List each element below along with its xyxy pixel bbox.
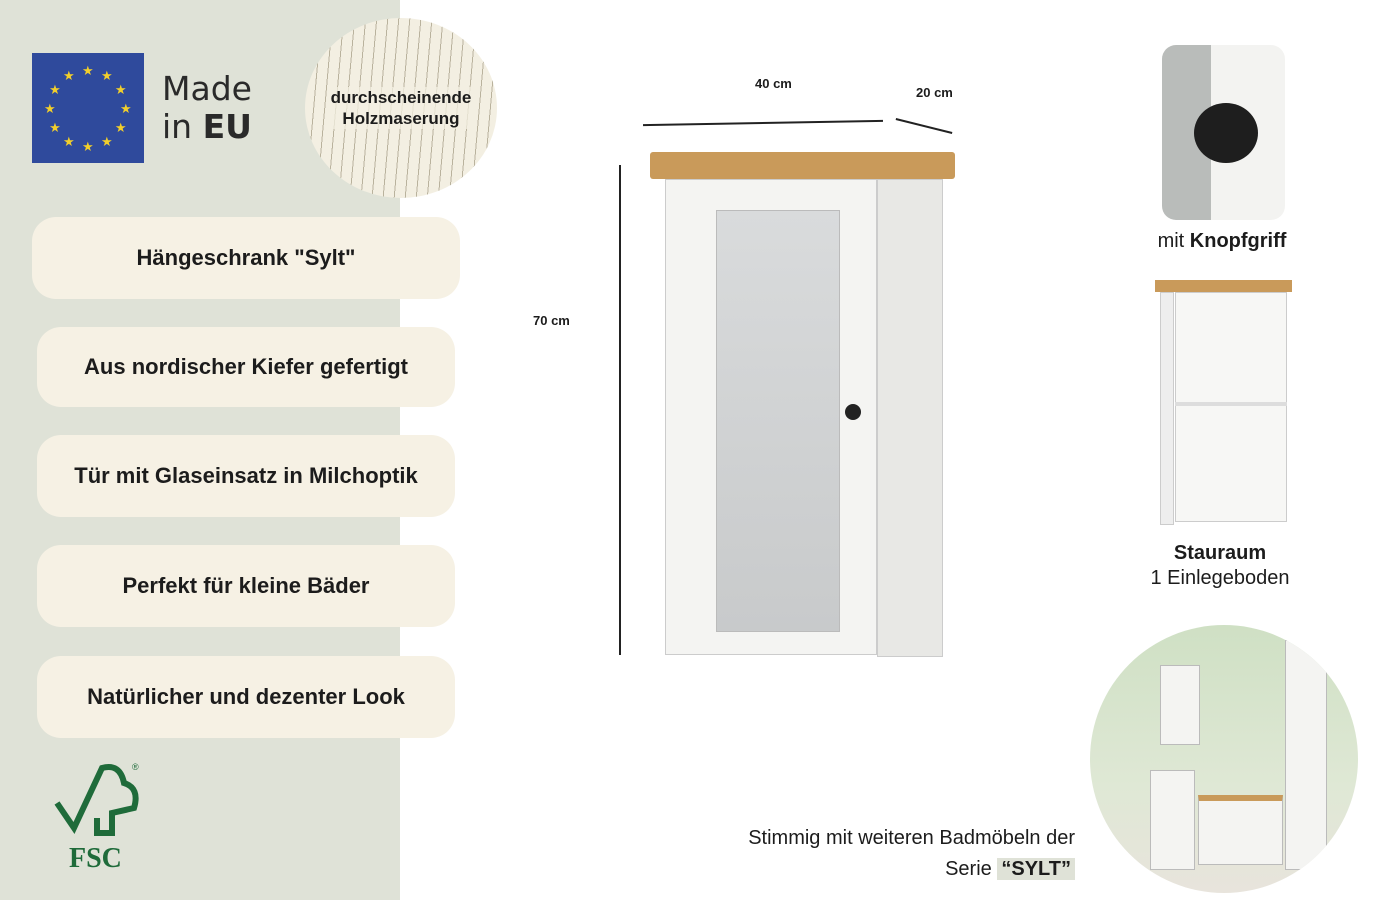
height-label: 70 cm: [533, 313, 570, 328]
feature-pill: Natürlicher und dezenter Look: [37, 656, 455, 738]
in-eu-line: in EU: [162, 108, 252, 146]
eu-flag-icon: ★★★★★★★★★★★★: [32, 53, 144, 163]
feature-pill: Aus nordischer Kiefer gefertigt: [37, 327, 455, 407]
wood-line1: durchscheinende: [330, 87, 472, 108]
wood-line2: Holzmaserung: [330, 108, 472, 129]
feature-text: Natürlicher und dezenter Look: [87, 684, 405, 709]
made-line: Made: [162, 69, 252, 108]
feature-pill: Perfekt für kleine Bäder: [37, 545, 455, 627]
cabinet-top: [650, 152, 955, 179]
fsc-tree-icon: ®: [54, 762, 139, 836]
feature-text: Hängeschrank "Sylt": [136, 245, 356, 270]
feature-pill: Hängeschrank "Sylt": [32, 217, 460, 299]
fsc-text: FSC: [69, 843, 122, 874]
star-icon: ★: [101, 68, 113, 84]
storage-sub: 1 Einlegeboden: [1150, 567, 1290, 589]
eu-text: EU: [202, 107, 252, 146]
knob-pre: mit: [1157, 230, 1185, 252]
depth-arrow: [895, 118, 953, 134]
star-icon: ★: [63, 133, 75, 149]
feature-text: Aus nordischer Kiefer gefertigt: [84, 354, 408, 379]
knob-bold: Knopfgriff: [1189, 230, 1287, 252]
cabinet-image: [650, 152, 955, 660]
cabinet-top: [1155, 280, 1292, 292]
width-label: 40 cm: [755, 76, 792, 91]
knob-detail-image: [1162, 45, 1285, 220]
wall-cabinet: [1160, 665, 1200, 745]
star-icon: ★: [114, 120, 127, 135]
knob-caption: mit Knopfgriff: [1122, 230, 1322, 253]
star-icon: ★: [120, 101, 132, 116]
series-pre: Serie: [945, 858, 992, 880]
storage-caption: Stauraum 1 Einlegeboden: [1120, 541, 1320, 591]
svg-text:®: ®: [132, 762, 139, 772]
star-icon: ★: [49, 120, 61, 135]
shelf: [1175, 402, 1287, 406]
width-arrow: [643, 119, 883, 127]
knob-icon: [1194, 103, 1258, 163]
tall-cabinet: [1285, 640, 1327, 870]
star-icon: ★: [49, 82, 61, 97]
star-icon: ★: [63, 68, 75, 84]
star-icon: ★: [44, 101, 56, 116]
made-in-eu-label: Made in EU: [162, 70, 252, 146]
feature-pill: Tür mit Glaseinsatz in Milchoptik: [37, 435, 455, 517]
star-icon: ★: [82, 63, 94, 78]
series-line1: Stimmig mit weiteren Badmöbeln der: [748, 827, 1075, 849]
vanity: [1198, 795, 1283, 865]
star-icon: ★: [114, 82, 127, 97]
open-door: [1160, 292, 1174, 525]
feature-text: Tür mit Glaseinsatz in Milchoptik: [74, 463, 418, 488]
knob-icon: [845, 404, 861, 420]
cabinet-interior: [1175, 292, 1287, 522]
bathroom-scene-image: [1090, 625, 1358, 893]
open-cabinet-image: [1155, 280, 1292, 525]
in-text: in: [162, 107, 193, 146]
fsc-logo: ® FSC: [52, 758, 147, 874]
frosted-glass: [716, 210, 840, 632]
star-icon: ★: [101, 133, 113, 149]
storage-title: Stauraum: [1173, 542, 1267, 564]
cabinet-side: [877, 179, 943, 657]
series-line2: Serie “SYLT”: [700, 854, 1075, 885]
feature-text: Perfekt für kleine Bäder: [122, 573, 370, 598]
low-cabinet: [1150, 770, 1195, 870]
height-arrow: [619, 165, 621, 655]
series-name: “SYLT”: [997, 858, 1075, 880]
depth-label: 20 cm: [916, 85, 953, 100]
star-icon: ★: [82, 139, 94, 154]
series-caption: Stimmig mit weiteren Badmöbeln der Serie…: [700, 823, 1075, 885]
